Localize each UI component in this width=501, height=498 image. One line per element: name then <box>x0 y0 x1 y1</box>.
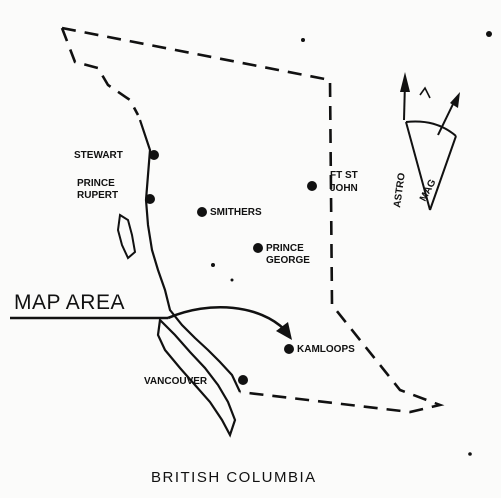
astro-label: ASTRO <box>392 172 408 208</box>
fort-st-john-label-2: JOHN <box>330 183 358 194</box>
kamloops-marker <box>284 344 294 354</box>
smithers-marker <box>197 207 207 217</box>
fort-st-john-label-1: FT ST <box>330 170 358 181</box>
map-area-label: MAP AREA <box>14 291 125 314</box>
prince-george-label-2: GEORGE <box>266 255 310 266</box>
prince-george-label-1: PRINCE <box>266 243 304 254</box>
map-area-arrow <box>167 305 286 331</box>
speck <box>301 38 305 42</box>
prince-rupert-label-1: PRINCE <box>77 178 115 189</box>
kamloops-label: KAMLOOPS <box>297 344 355 355</box>
vancouver-island <box>156 317 237 438</box>
vancouver-marker <box>238 375 248 385</box>
speck <box>468 452 472 456</box>
speck <box>211 263 215 267</box>
map-area-arrowhead <box>276 322 292 340</box>
haida-gwaii <box>116 213 137 260</box>
speck <box>486 31 492 37</box>
province-boundary <box>60 26 445 414</box>
north-arrow <box>400 72 460 211</box>
mag-label: MAG <box>418 177 439 203</box>
speck <box>230 278 234 282</box>
smithers-label: SMITHERS <box>210 207 262 218</box>
stewart-marker <box>149 150 159 160</box>
prince-george-marker <box>253 243 263 253</box>
prince-rupert-label-2: RUPERT <box>77 190 118 201</box>
prince-rupert-marker <box>145 194 155 204</box>
vancouver-label: VANCOUVER <box>144 376 208 387</box>
fort-st-john-marker <box>307 181 317 191</box>
map-caption: BRITISH COLUMBIA <box>151 469 317 486</box>
coastline <box>138 119 241 393</box>
stewart-label: STEWART <box>74 150 123 161</box>
